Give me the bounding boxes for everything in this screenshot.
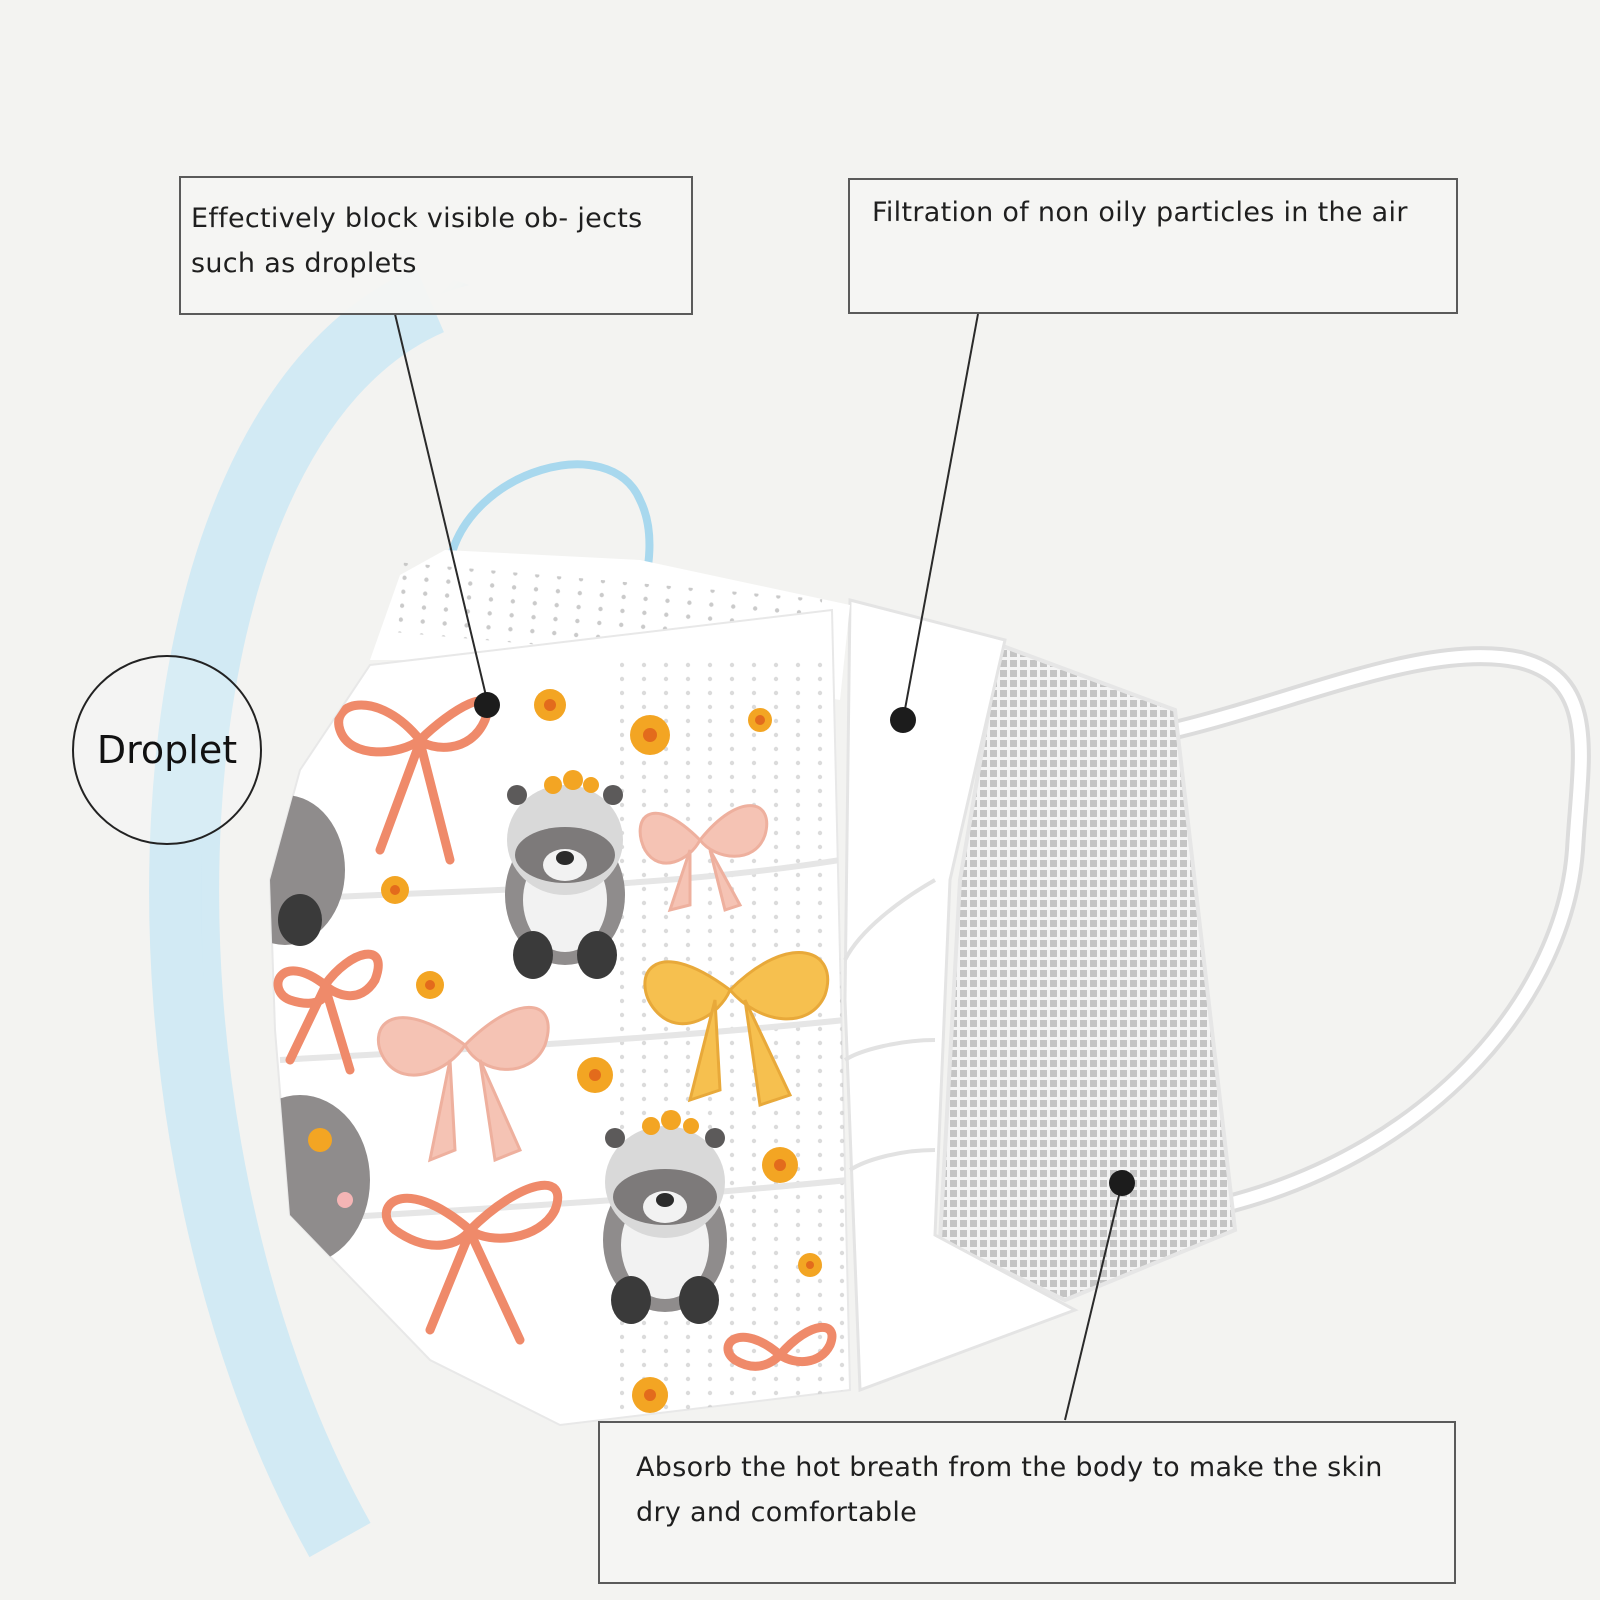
- marker-dot-outer-layer: [474, 692, 500, 718]
- panda-icon: [603, 1110, 727, 1324]
- bow-coral-icon: [273, 696, 837, 1371]
- flower-icon: [308, 689, 822, 1413]
- droplet-label-text: Droplet: [96, 728, 238, 772]
- mesh-inner-layer: [937, 642, 1238, 1303]
- droplet-label: Droplet: [72, 655, 262, 845]
- bow-pink-icon: [376, 804, 769, 1163]
- callout-inner-layer: Absorb the hot breath from the body to m…: [598, 1421, 1456, 1584]
- callout-outer-layer-text: Effectively block visible ob- jects such…: [191, 203, 643, 279]
- ear-loop-back: [446, 460, 654, 602]
- callout-middle-layer: Filtration of non oily particles in the …: [848, 178, 1458, 314]
- panda-icon: [505, 770, 625, 979]
- panda-partial-icon: [270, 795, 370, 1265]
- ear-loop-front: [1165, 646, 1591, 1215]
- middle-filter-layer: [843, 598, 1079, 1393]
- callout-inner-layer-text: Absorb the hot breath from the body to m…: [636, 1452, 1383, 1528]
- callout-middle-layer-text: Filtration of non oily particles in the …: [872, 197, 1408, 228]
- leader-lines: [394, 313, 1123, 1421]
- bow-yellow-icon: [643, 951, 830, 1107]
- marker-dot-inner-layer: [1109, 1170, 1135, 1196]
- marker-dot-middle-layer: [890, 707, 916, 733]
- callout-outer-layer: Effectively block visible ob- jects such…: [179, 176, 693, 315]
